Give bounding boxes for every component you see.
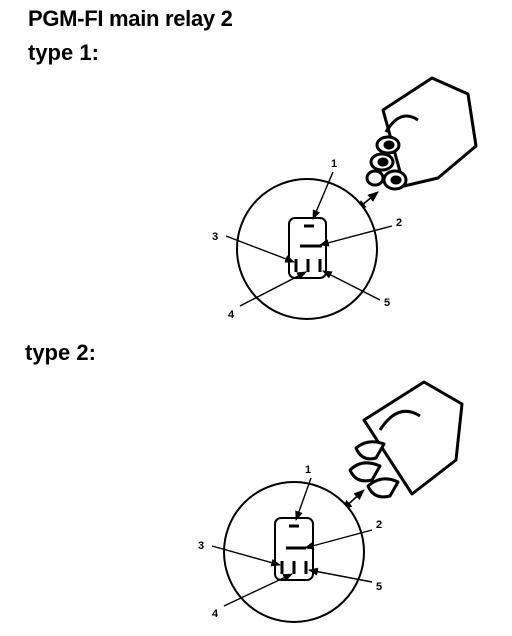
- type-1-magnify-circle: [236, 178, 378, 320]
- type-2-leader-1: [295, 477, 312, 521]
- type-1-callout-1: 1: [331, 158, 337, 170]
- type-2-callout-4: 4: [212, 608, 219, 620]
- type-1-callout-4: 4: [228, 309, 235, 321]
- type-1-callout-5: 5: [384, 297, 390, 309]
- type-2-leader-5: [308, 567, 373, 583]
- type-1-callout-2: 2: [396, 217, 402, 229]
- type-2-relay-body: [348, 380, 464, 499]
- type-2-leader-3: [211, 545, 281, 567]
- type-2-leader-2: [304, 529, 373, 550]
- type-1-leader-4: [239, 271, 307, 307]
- type-2-diagram: 1 2 3 4 5: [198, 380, 464, 623]
- type-2-callout-2: 2: [376, 519, 382, 531]
- type-2-callout-1: 1: [305, 464, 311, 476]
- section-label-type-1: type 1:: [28, 40, 99, 65]
- page-title: PGM-FI main relay 2: [28, 6, 233, 31]
- type-2-leader-4: [223, 573, 293, 607]
- type-1-leader-2: [319, 225, 393, 247]
- type-1-leader-1: [312, 171, 334, 220]
- section-label-type-2: type 2:: [25, 340, 96, 365]
- type-1-leader-5: [322, 270, 381, 301]
- type-2-callout-5: 5: [376, 581, 382, 593]
- type-1-leader-3: [225, 235, 295, 263]
- type-2-connector-face: [274, 517, 314, 581]
- type-1-connector-face: [288, 217, 327, 279]
- type-2-magnify-circle: [223, 481, 365, 623]
- type-1-callout-3: 3: [212, 231, 218, 243]
- type-1-diagram: 1 2 3 4 5: [212, 76, 478, 321]
- type-1-relay-body: [365, 76, 478, 191]
- type-2-callout-3: 3: [198, 540, 204, 552]
